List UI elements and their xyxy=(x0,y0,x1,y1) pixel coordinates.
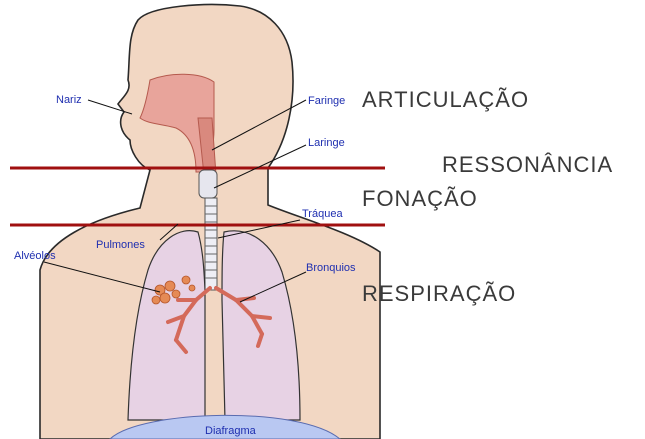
zone-respiracao: RESPIRAÇÃO xyxy=(362,281,516,306)
label-pulmones: Pulmones xyxy=(96,239,145,251)
zone-ressonancia: RESSONÂNCIA xyxy=(442,152,613,177)
label-bronquios: Bronquios xyxy=(306,262,356,274)
label-traquea: Tráquea xyxy=(302,208,343,220)
larynx-shape xyxy=(199,170,217,198)
label-faringe: Faringe xyxy=(308,95,345,107)
zone-fonacao: FONAÇÃO xyxy=(362,186,478,211)
label-alveolos: Alvéolos xyxy=(14,250,56,262)
trachea-shape xyxy=(205,198,217,290)
label-nariz: Nariz xyxy=(56,94,82,106)
zone-articulacao: ARTICULAÇÃO xyxy=(362,87,529,112)
label-diafragma: Diafragma xyxy=(205,425,257,437)
label-laringe: Laringe xyxy=(308,137,345,149)
